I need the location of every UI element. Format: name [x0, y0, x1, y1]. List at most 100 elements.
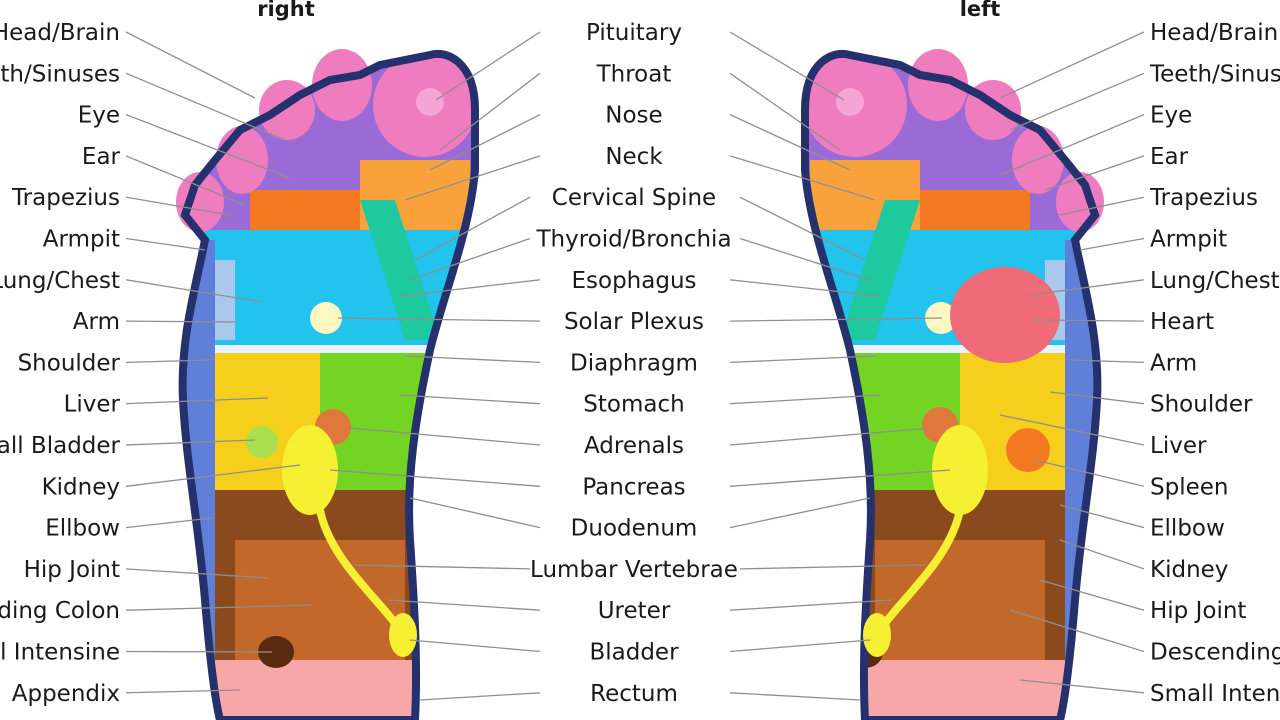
- right-leader-shoulder: [125, 359, 211, 364]
- left-leader-heart: [1029, 319, 1145, 322]
- left-leader-liver: [999, 414, 1145, 446]
- center-label-esophagus: Esophagus: [571, 268, 696, 294]
- center-leader-right-adrenals: [349, 427, 541, 446]
- left-label-spleen: Spleen: [1150, 474, 1228, 500]
- left-label-armpit: Armpit: [1150, 227, 1227, 253]
- center-leader-left-lumbar-vertebrae: [739, 564, 926, 570]
- center-leader-left-pancreas: [729, 469, 951, 487]
- right-label-teeth-sinuses: Teeth/Sinuses: [0, 61, 120, 87]
- center-leader-left-nose: [729, 114, 851, 171]
- right-foot-labels: Head/BrainTeeth/SinusesEyeEarTrapeziusAr…: [0, 20, 121, 707]
- center-leader-left-pituitary: [729, 31, 845, 101]
- leader-lines: [125, 31, 1145, 701]
- center-label-solar-plexus: Solar Plexus: [564, 309, 704, 335]
- center-leader-left-cervical-spine: [739, 196, 866, 261]
- center-leader-left-neck: [729, 155, 876, 201]
- right-leader-teeth-sinuses: [125, 72, 286, 141]
- left-label-heart: Heart: [1150, 309, 1214, 335]
- center-label-diaphragm: Diaphragm: [570, 350, 698, 376]
- center-label-thyroid-bronchia: Thyroid/Bronchia: [535, 227, 731, 253]
- center-label-pituitary: Pituitary: [586, 20, 682, 46]
- center-label-stomach: Stomach: [583, 392, 684, 418]
- right-label-hip-joint: Hip Joint: [24, 557, 120, 583]
- left-leader-arm: [1069, 359, 1145, 364]
- right-leader-ear: [125, 155, 246, 206]
- left-label-shoulder: Shoulder: [1150, 392, 1253, 418]
- center-leader-right-esophagus: [399, 279, 541, 297]
- left-foot-title: left: [960, 0, 1001, 21]
- left-leader-head-brain: [999, 31, 1145, 99]
- center-label-cervical-spine: Cervical Spine: [552, 185, 716, 211]
- right-label-trapezius: Trapezius: [11, 185, 120, 211]
- center-leader-left-duodenum: [729, 497, 871, 529]
- right-label-gall-bladder: Gall Bladder: [0, 433, 121, 459]
- center-leader-right-rectum: [419, 692, 541, 701]
- center-label-throat: Throat: [596, 61, 672, 87]
- center-leader-right-duodenum: [409, 497, 541, 529]
- center-leader-right-diaphragm: [404, 355, 541, 364]
- left-label-ellbow: Ellbow: [1150, 516, 1225, 542]
- right-label-armpit: Armpit: [43, 227, 120, 253]
- right-label-ascending-colon: Ascending Colon: [0, 598, 120, 624]
- left-leader-shoulder: [1049, 391, 1145, 405]
- center-label-bladder: Bladder: [589, 640, 679, 666]
- left-leader-small-intensine: [1019, 679, 1145, 694]
- right-leader-ascending-colon: [125, 604, 313, 611]
- left-leader-hip-joint: [1039, 579, 1145, 611]
- center-leader-right-neck: [404, 155, 541, 201]
- left-label-descending-colon: Descending Colon: [1150, 640, 1280, 666]
- center-leader-right-thyroid-bronchia: [409, 237, 531, 281]
- left-leader-eye: [999, 114, 1145, 176]
- left-leader-teeth-sinuses: [1009, 72, 1145, 131]
- center-leader-right-pituitary: [435, 31, 541, 101]
- center-leader-left-throat: [729, 72, 841, 151]
- right-leader-liver: [125, 397, 269, 405]
- center-label-lumbar-vertebrae: Lumbar Vertebrae: [530, 557, 738, 583]
- center-leader-left-bladder: [729, 639, 871, 653]
- right-label-small-intensine: Small Intensine: [0, 640, 120, 666]
- center-label-ureter: Ureter: [598, 598, 671, 624]
- left-leader-armpit: [1079, 237, 1145, 251]
- left-label-eye: Eye: [1150, 103, 1192, 129]
- center-leader-right-bladder: [409, 639, 541, 653]
- left-leader-ellbow: [1059, 504, 1145, 529]
- center-label-nose: Nose: [605, 103, 662, 129]
- center-leader-right-cervical-spine: [414, 196, 531, 261]
- left-leader-lung-chest: [1029, 279, 1145, 296]
- center-label-rectum: Rectum: [590, 681, 678, 707]
- right-label-shoulder: Shoulder: [18, 350, 121, 376]
- left-label-hip-joint: Hip Joint: [1150, 598, 1246, 624]
- center-leader-right-nose: [429, 114, 541, 171]
- right-leader-kidney: [125, 464, 301, 487]
- center-leader-right-throat: [439, 72, 541, 151]
- center-label-duodenum: Duodenum: [571, 516, 698, 542]
- left-label-small-intensine: Small Intensine: [1150, 681, 1280, 707]
- left-label-ear: Ear: [1150, 144, 1189, 170]
- center-leader-left-thyroid-bronchia: [739, 237, 871, 281]
- center-leader-left-adrenals: [729, 427, 931, 446]
- left-leader-trapezius: [1059, 196, 1145, 216]
- right-leader-appendix: [125, 689, 241, 694]
- left-foot-labels: Head/BrainTeeth/SinusesEyeEarTrapeziusAr…: [1149, 20, 1280, 707]
- left-leader-kidney: [1059, 539, 1145, 570]
- left-leader-spleen: [1034, 459, 1145, 487]
- right-leader-lung-chest: [125, 279, 263, 303]
- right-label-ear: Ear: [82, 144, 121, 170]
- center-label-adrenals: Adrenals: [584, 433, 684, 459]
- center-label-pancreas: Pancreas: [582, 474, 685, 500]
- left-label-head-brain: Head/Brain: [1150, 20, 1278, 46]
- right-leader-head-brain: [125, 31, 256, 99]
- right-label-eye: Eye: [78, 103, 120, 129]
- center-leader-left-diaphragm: [729, 355, 876, 364]
- center-leader-left-stomach: [729, 394, 881, 405]
- center-label-neck: Neck: [605, 144, 663, 170]
- left-label-arm: Arm: [1150, 350, 1197, 376]
- right-leader-arm: [125, 320, 237, 323]
- center-leader-left-esophagus: [729, 279, 881, 297]
- right-leader-armpit: [125, 237, 206, 251]
- center-leader-right-solar-plexus: [337, 317, 541, 322]
- right-leader-gall-bladder: [125, 439, 256, 446]
- right-leader-small-intensine: [125, 650, 273, 653]
- left-label-trapezius: Trapezius: [1149, 185, 1258, 211]
